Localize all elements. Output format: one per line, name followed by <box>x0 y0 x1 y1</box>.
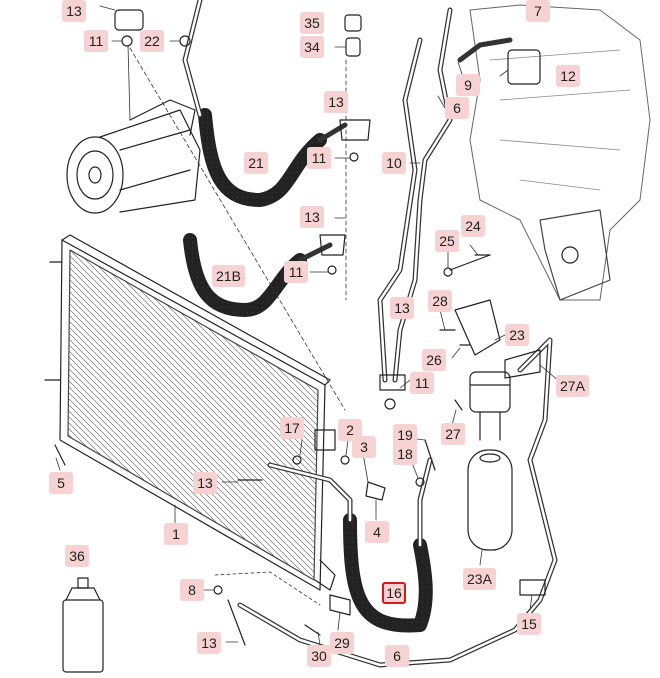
callout-8[interactable]: 8 <box>180 579 204 601</box>
callout-1[interactable]: 1 <box>164 523 188 545</box>
callout-4[interactable]: 4 <box>365 521 389 543</box>
receiver-drier <box>467 371 513 551</box>
callout-30[interactable]: 30 <box>307 645 331 667</box>
callout-13[interactable]: 13 <box>390 297 414 319</box>
callout-24[interactable]: 24 <box>461 215 485 237</box>
refrigerant-lines <box>182 0 558 668</box>
callout-13[interactable]: 13 <box>197 632 221 654</box>
callout-12[interactable]: 12 <box>556 65 580 87</box>
callout-18[interactable]: 18 <box>393 443 417 465</box>
engine-block <box>469 4 651 301</box>
callout-27a[interactable]: 27A <box>556 375 589 397</box>
callout-11[interactable]: 11 <box>307 147 331 169</box>
callout-21b[interactable]: 21B <box>212 265 245 287</box>
callout-11[interactable]: 11 <box>84 30 108 52</box>
callout-21[interactable]: 21 <box>244 152 268 174</box>
callout-10[interactable]: 10 <box>382 152 406 174</box>
callout-9[interactable]: 9 <box>456 74 480 96</box>
leader-lines <box>55 5 561 665</box>
callout-6[interactable]: 6 <box>445 97 469 119</box>
callout-25[interactable]: 25 <box>435 230 459 252</box>
hose-21b <box>183 233 307 317</box>
callout-22[interactable]: 22 <box>140 30 164 52</box>
callout-13[interactable]: 13 <box>193 472 217 494</box>
callout-16[interactable]: 16 <box>382 582 406 604</box>
oil-can <box>62 577 104 673</box>
callout-19[interactable]: 19 <box>393 424 417 446</box>
hose-16 <box>343 513 433 633</box>
callout-23a[interactable]: 23A <box>463 568 496 590</box>
callout-2[interactable]: 2 <box>338 419 362 441</box>
callout-11[interactable]: 11 <box>284 261 308 283</box>
callout-6[interactable]: 6 <box>385 645 409 667</box>
callout-27[interactable]: 27 <box>441 423 465 445</box>
hose-21 <box>198 108 327 207</box>
callout-29[interactable]: 29 <box>330 632 354 654</box>
compressor <box>66 99 201 214</box>
callout-13[interactable]: 13 <box>62 0 86 22</box>
callout-5[interactable]: 5 <box>49 472 73 494</box>
callout-36[interactable]: 36 <box>65 545 89 567</box>
callout-13[interactable]: 13 <box>324 91 348 113</box>
callout-26[interactable]: 26 <box>422 349 446 371</box>
callout-13[interactable]: 13 <box>300 206 324 228</box>
condenser <box>44 234 336 591</box>
callout-7[interactable]: 7 <box>526 0 550 22</box>
callout-3[interactable]: 3 <box>352 436 376 458</box>
callout-17[interactable]: 17 <box>280 417 304 439</box>
callout-15[interactable]: 15 <box>517 613 541 635</box>
callout-28[interactable]: 28 <box>428 290 452 312</box>
callout-11[interactable]: 11 <box>410 372 434 394</box>
callout-23[interactable]: 23 <box>505 324 529 346</box>
callout-34[interactable]: 34 <box>300 36 324 58</box>
callout-35[interactable]: 35 <box>300 12 324 34</box>
